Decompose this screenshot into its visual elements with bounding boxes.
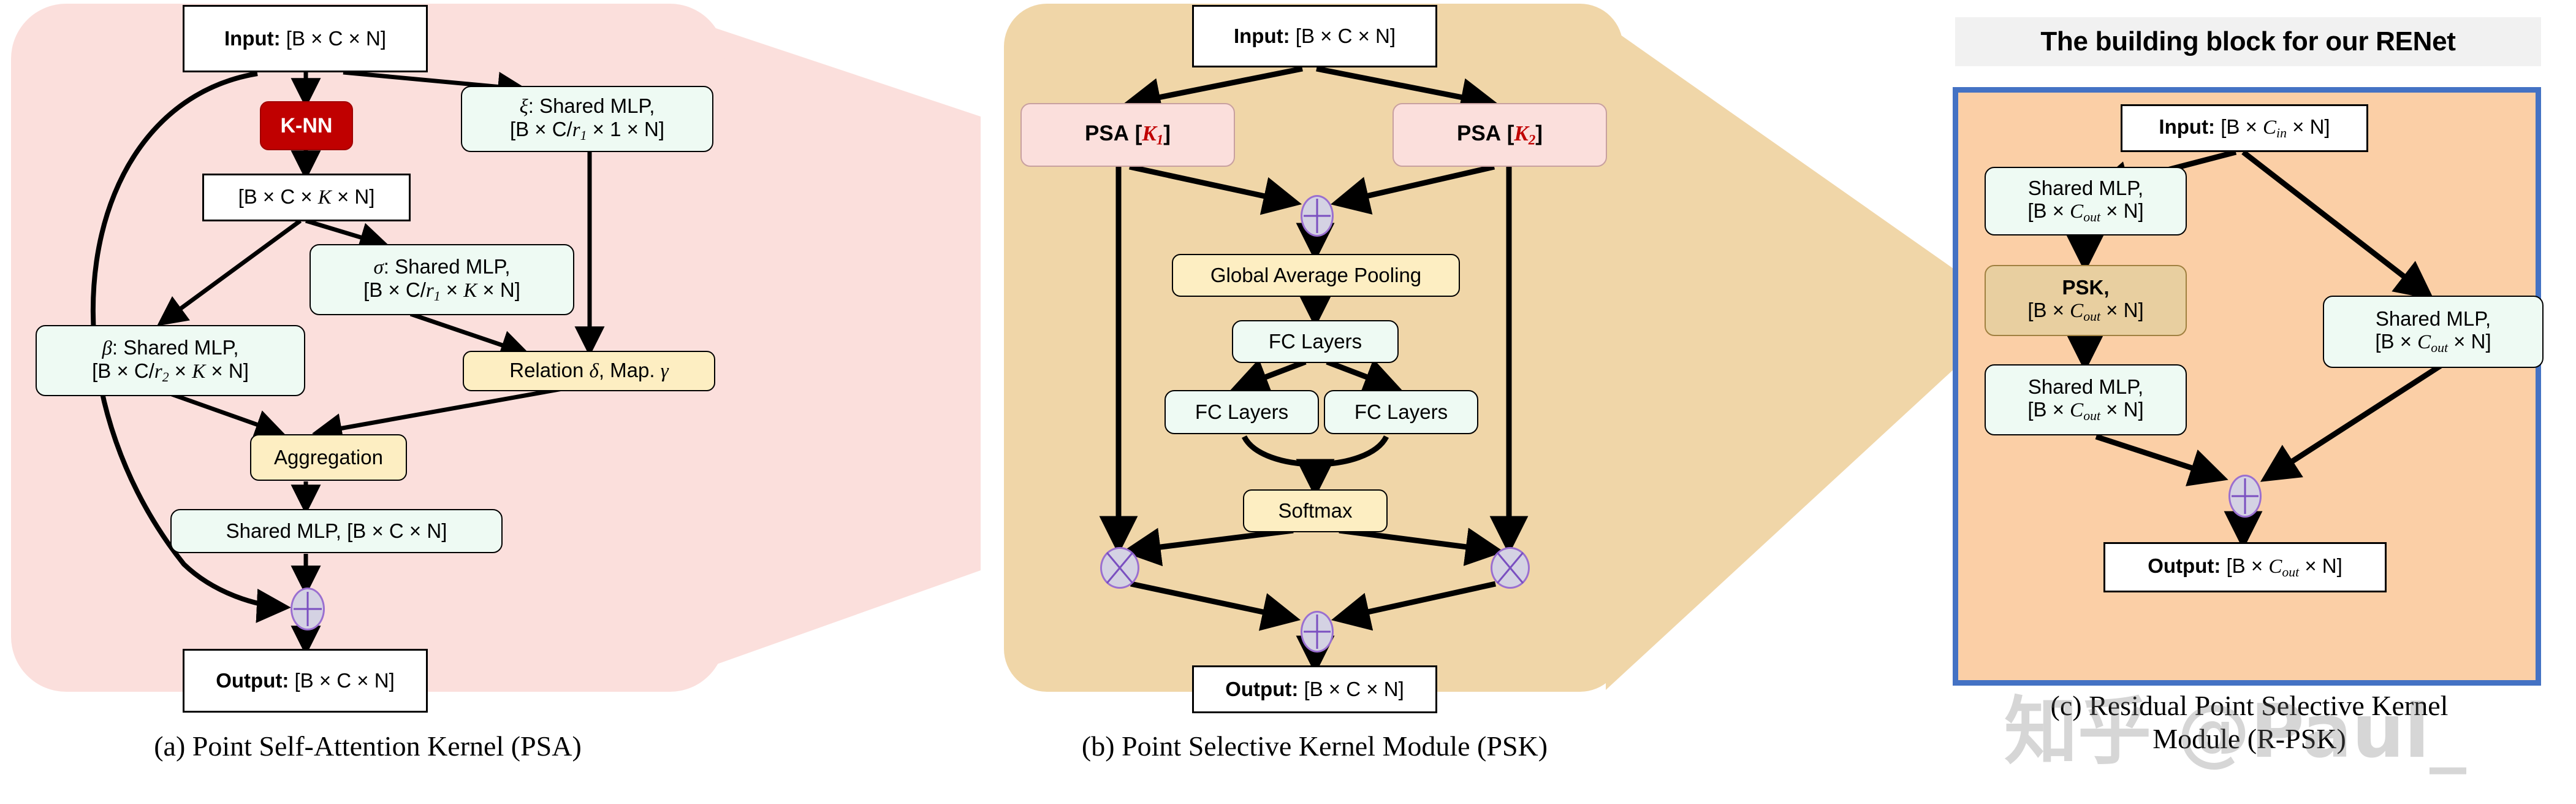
node-a-knn-output-label: [B × C × K × N] [238, 185, 375, 209]
node-c-shared-mlp-right: Shared MLP, [B × Cout × N] [2323, 296, 2544, 368]
op-a-add [291, 588, 325, 630]
op-c-add [2228, 475, 2262, 518]
caption-b-text: (b) Point Selective Kernel Module (PSK) [1081, 730, 1548, 762]
node-c-output-label: Output: [B × Cout × N] [2148, 554, 2342, 580]
node-b-fc-left: FC Layers [1165, 390, 1319, 434]
multiply-icon [1106, 552, 1134, 584]
node-a-knn: K-NN [260, 101, 353, 150]
node-b-output-label: Output: [B × C × N] [1225, 677, 1404, 700]
node-a-knn-label: K-NN [280, 113, 333, 137]
node-b-psa-left-label: PSA [K1] [1085, 121, 1171, 148]
node-a-xi-mlp: ξ: Shared MLP, [B × C/r1 × 1 × N] [461, 86, 713, 152]
node-a-relation-label: Relation δ, Map. γ [509, 359, 669, 383]
funnel-b-to-c [1606, 25, 1955, 690]
plus-icon [1304, 614, 1331, 649]
node-c-shared-mlp-1-line1: Shared MLP, [2027, 177, 2144, 200]
node-a-sigma-mlp-line1: σ: Shared MLP, [373, 255, 511, 278]
node-b-fc-right: FC Layers [1324, 390, 1478, 434]
node-c-shared-mlp-right-line2: [B × Cout × N] [2375, 330, 2491, 356]
caption-a: (a) Point Self-Attention Kernel (PSA) [18, 730, 717, 763]
node-c-psk: PSK, [B × Cout × N] [1985, 265, 2187, 336]
node-a-shared-mlp-label: Shared MLP, [B × C × N] [226, 519, 447, 542]
node-c-output: Output: [B × Cout × N] [2103, 542, 2387, 592]
node-c-shared-mlp-1-line2: [B × Cout × N] [2027, 199, 2144, 225]
node-b-fc-top: FC Layers [1232, 320, 1399, 363]
node-a-xi-mlp-line1: ξ: Shared MLP, [519, 94, 655, 118]
node-c-shared-mlp-1: Shared MLP, [B × Cout × N] [1985, 167, 2187, 235]
panel-c-title-text: The building block for our RENet [2040, 26, 2456, 56]
node-b-fc-top-label: FC Layers [1268, 329, 1362, 353]
node-a-sigma-mlp: σ: Shared MLP, [B × C/r1 × K × N] [310, 244, 574, 315]
node-b-psa-right-label: PSA [K2] [1457, 121, 1543, 148]
op-b-add-top [1301, 195, 1334, 237]
node-a-aggregation-label: Aggregation [274, 445, 383, 469]
node-a-shared-mlp: Shared MLP, [B × C × N] [170, 509, 503, 553]
node-b-softmax-label: Softmax [1278, 499, 1353, 522]
caption-b: (b) Point Selective Kernel Module (PSK) [981, 730, 1649, 763]
node-c-shared-mlp-right-line1: Shared MLP, [2375, 307, 2491, 331]
node-a-beta-mlp: β: Shared MLP, [B × C/r2 × K × N] [36, 325, 305, 396]
node-a-aggregation: Aggregation [250, 434, 407, 481]
node-a-xi-mlp-line2: [B × C/r1 × 1 × N] [509, 117, 665, 143]
op-b-mul-right [1491, 547, 1530, 589]
node-a-input: Input: [B × C × N] [183, 5, 428, 72]
funnel-a-to-b [705, 25, 981, 668]
panel-c-title: The building block for our RENet [1955, 17, 2541, 66]
node-c-shared-mlp-2-line1: Shared MLP, [2027, 375, 2144, 399]
node-c-input-label: Input: [B × Cin × N] [2159, 115, 2330, 140]
node-a-knn-output: [B × C × K × N] [202, 174, 411, 221]
node-b-fc-left-label: FC Layers [1195, 400, 1289, 423]
op-b-add-bottom [1301, 611, 1334, 653]
caption-c: (c) Residual Point Selective Kernel Modu… [1931, 689, 2568, 756]
node-b-fc-right-label: FC Layers [1354, 400, 1448, 423]
node-b-output: Output: [B × C × N] [1192, 665, 1437, 713]
node-a-sigma-mlp-line2: [B × C/r1 × K × N] [363, 278, 520, 304]
caption-c-line1: (c) Residual Point Selective Kernel [2050, 690, 2449, 721]
plus-icon [1304, 199, 1331, 233]
node-b-softmax: Softmax [1243, 489, 1388, 532]
plus-icon [2232, 478, 2259, 514]
node-a-output: Output: [B × C × N] [183, 649, 428, 713]
node-b-psa-right: PSA [K2] [1392, 103, 1607, 167]
node-a-beta-mlp-line2: [B × C/r2 × K × N] [92, 359, 249, 385]
caption-c-line2: Module (R-PSK) [2152, 723, 2346, 755]
plus-icon [294, 592, 322, 626]
op-b-mul-left [1100, 547, 1139, 589]
node-b-input-label: Input: [B × C × N] [1233, 24, 1396, 47]
node-c-input: Input: [B × Cin × N] [2121, 104, 2368, 152]
multiply-icon [1496, 552, 1524, 584]
node-a-relation: Relation δ, Map. γ [463, 351, 715, 391]
node-b-gap-label: Global Average Pooling [1210, 263, 1422, 286]
node-a-input-label: Input: [B × C × N] [224, 26, 387, 50]
node-a-output-label: Output: [B × C × N] [216, 668, 395, 692]
node-c-shared-mlp-2-line2: [B × Cout × N] [2027, 398, 2144, 424]
node-b-psa-left: PSA [K1] [1020, 103, 1235, 167]
node-a-beta-mlp-line1: β: Shared MLP, [102, 335, 239, 359]
caption-a-text: (a) Point Self-Attention Kernel (PSA) [154, 730, 582, 762]
node-b-global-average-pooling: Global Average Pooling [1172, 254, 1460, 297]
node-c-psk-line1: PSK, [2062, 276, 2110, 299]
node-c-psk-line2: [B × Cout × N] [2027, 299, 2144, 324]
node-c-shared-mlp-2: Shared MLP, [B × Cout × N] [1985, 364, 2187, 435]
node-b-input: Input: [B × C × N] [1192, 5, 1437, 67]
